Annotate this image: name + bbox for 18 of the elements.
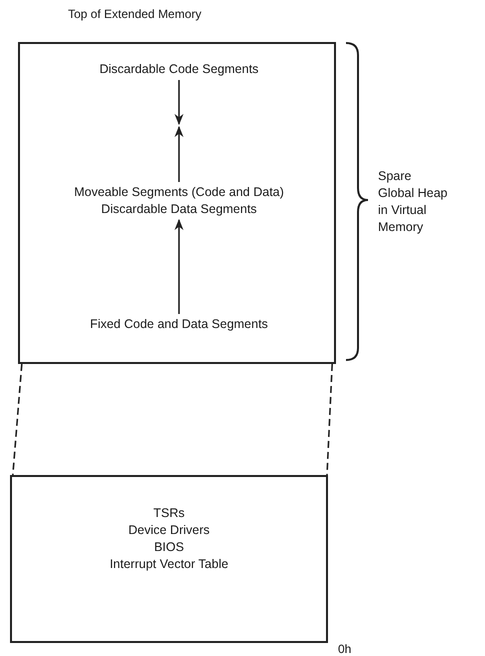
memory-area-text: Device Drivers [128,522,210,539]
segment-text: Moveable Segments (Code and Data) [74,184,284,201]
address-label: 0h [338,642,352,656]
memory-area-text: TSRs [153,505,185,522]
segment-text: Fixed Code and Data Segments [90,316,268,333]
arrow [174,218,184,314]
boundary-label: Top of Extended Memory [68,7,202,21]
side-note: Spare Global Heap in Virtual Memory [378,168,448,236]
dashed-line [326,364,333,476]
dashed-line [12,364,23,476]
segment-text: Discardable Code Segments [99,61,259,78]
arrow [174,126,184,182]
memory-area-text: Interrupt Vector Table [110,556,228,573]
segment-text: Discardable Data Segments [101,201,257,218]
memory-area-text: BIOS [154,539,184,556]
memory-block [10,475,328,643]
memory-block [18,42,336,364]
arrow [174,80,184,126]
